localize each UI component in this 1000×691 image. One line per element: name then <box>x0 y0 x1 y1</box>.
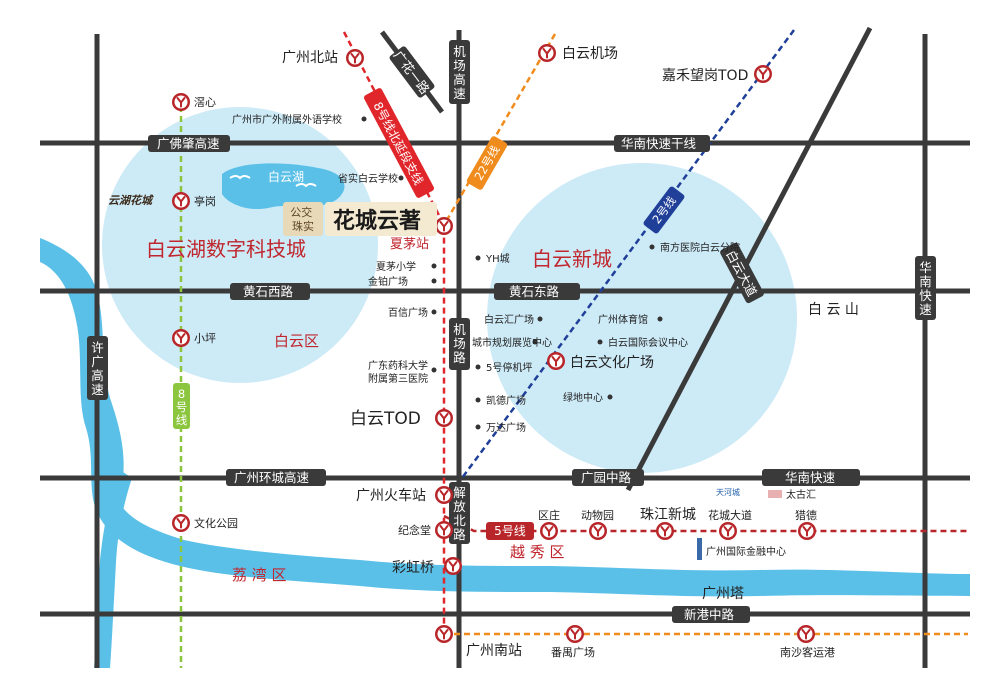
poi-guangzhou-tiyu: 广州体育馆 <box>598 313 648 326</box>
poi-kaide: 凯德广场 <box>486 394 526 407</box>
poi-ting-jiping: 5号停机坪 <box>486 361 532 374</box>
road-huangshi-dong: 黄石东路 <box>509 284 560 299</box>
station-huochezhan: 广州火车站 <box>356 487 426 504</box>
poi-guihua-zhanlan: 城市规划展览中心 <box>472 336 552 349</box>
poi-dot <box>475 255 481 261</box>
poi-jinbo: 金铂广场 <box>368 275 408 288</box>
project-tag-line1: 公交 <box>290 205 312 219</box>
station-dongwuyuan: 动物园 <box>581 508 614 522</box>
baiyun-xincheng-zone <box>487 163 797 473</box>
poi-waiguoyu: 广州市广外附属外语学校 <box>232 113 342 126</box>
station-huacheng-dadao: 花城大道 <box>708 508 752 522</box>
district-baiyunhu: 白云湖数字科技城 <box>146 237 306 261</box>
poi-dot <box>431 309 437 315</box>
project-name: 花城云著 <box>333 208 421 234</box>
poi-wanda: 万达广场 <box>486 421 526 434</box>
bird-icon <box>295 183 317 188</box>
ifc-tower-icon <box>697 538 702 560</box>
poi-guoji-huiyi: 白云国际会议中心 <box>608 336 688 349</box>
poi-dot <box>431 263 437 269</box>
station-zhujiang-xincheng: 珠江新城 <box>640 507 696 523</box>
poi-dot <box>361 116 367 122</box>
district-yuexiu: 越 秀 区 <box>510 543 565 561</box>
station-baiyun-jichang: 白云机场 <box>562 46 618 62</box>
line22 <box>442 33 557 226</box>
station-jiaoxin: 滘心 <box>194 96 216 109</box>
poi-dot <box>475 424 481 430</box>
project-tag-line2: 珠实 <box>292 219 314 233</box>
road-guangfo: 广佛肇高速 <box>157 136 220 151</box>
poi-shengshi-baiyun: 省实白云学校 <box>338 172 398 185</box>
poi-dot <box>398 175 404 181</box>
station-tinggang: 亭岗 <box>194 194 216 208</box>
poi-dot <box>475 397 481 403</box>
road-huanan-v: 华南快速 <box>919 260 932 317</box>
line5-label: 5号线 <box>494 524 526 538</box>
station-wenhua-gongyuan: 文化公园 <box>194 516 238 530</box>
road-huangshi-xi: 黄石西路 <box>243 284 294 299</box>
poi-dot <box>431 278 437 284</box>
poi-lvdi: 绿地中心 <box>563 391 603 404</box>
poi-dot <box>657 316 663 322</box>
road-huanan-kuaisu: 华南快速 <box>785 470 836 485</box>
station-jiahe-tod: 嘉禾望岗TOD <box>662 68 748 84</box>
station-xiamao: 夏茅站 <box>390 237 429 252</box>
road-xingang: 新港中路 <box>684 607 735 622</box>
road-huanan-ganxian: 华南快速干线 <box>621 136 697 151</box>
poi-dot <box>597 339 603 345</box>
poi-xiamao-xiaoxue: 夏茅小学 <box>376 260 416 273</box>
poi-baixin: 百信广场 <box>388 306 428 319</box>
project-tag: 公交 珠实 <box>290 205 316 233</box>
poi-dot <box>431 367 437 373</box>
taiguhui-logo-icon <box>768 490 782 498</box>
station-jinian-tang: 纪念堂 <box>398 523 431 537</box>
poi-taiguhui: 太古汇 <box>786 488 816 501</box>
district-baiyun-qu: 白云区 <box>274 332 319 350</box>
station-guangzhou-beizhan: 广州北站 <box>282 50 338 66</box>
station-baiyun-tod: 白云TOD <box>350 409 421 429</box>
road-jichang-lu: 机场路 <box>453 322 466 365</box>
poi-dot <box>475 364 481 370</box>
poi-yh-cheng: YH城 <box>485 253 510 265</box>
poi-dot <box>532 339 538 345</box>
station-nansha-kegang: 南沙客运港 <box>780 645 835 659</box>
station-panyu-guangchang: 番禺广场 <box>551 645 595 659</box>
district-baiyun-xincheng: 白云新城 <box>532 247 612 271</box>
poi-guangzhou-ta: 广州塔 <box>702 586 744 602</box>
poi-dot <box>537 316 543 322</box>
poi-baiyunhui: 白云汇广场 <box>484 313 534 326</box>
station-xiaoping: 小坪 <box>194 332 216 345</box>
lake-label: 白云湖 <box>268 169 304 184</box>
road-jiefang-bei: 解放北路 <box>453 485 466 542</box>
station-quzhuang: 区庄 <box>538 508 560 522</box>
station-caihong-qiao: 彩虹桥 <box>392 560 434 576</box>
poi-dot <box>649 244 655 250</box>
district-baiyun-shan: 白 云 山 <box>808 302 859 318</box>
station-baiyun-wenhua: 白云文化广场 <box>570 355 654 371</box>
poi-ifc: 广州国际金融中心 <box>706 545 786 558</box>
line2 <box>460 29 796 479</box>
station-guangzhou-nanzhan: 广州南站 <box>466 643 522 659</box>
poi-dot <box>607 394 613 400</box>
road-jichang-gaosu: 机场高速 <box>453 44 466 101</box>
road-xuguang: 许广高速 <box>91 340 104 397</box>
road-huancheng: 广州环城高速 <box>234 470 310 485</box>
poi-guangdong-yaoke: 广东药科大学 <box>368 359 428 372</box>
poi-guangdong-yaoke2: 附属第三医院 <box>368 372 428 385</box>
station-liede: 猎德 <box>795 508 817 522</box>
poi-tianhe-city: 天河城 <box>716 487 740 497</box>
district-liwan: 荔 湾 区 <box>232 566 287 584</box>
road-guangyuan: 广园中路 <box>581 470 632 485</box>
bird-icon <box>229 175 251 180</box>
baiyun-lake <box>222 163 345 210</box>
poi-nanfang-yiyuan: 南方医院白云分院 <box>660 241 740 254</box>
river-branch <box>94 470 132 668</box>
yunhu-huacheng-logo: 云湖花城 <box>108 194 154 207</box>
